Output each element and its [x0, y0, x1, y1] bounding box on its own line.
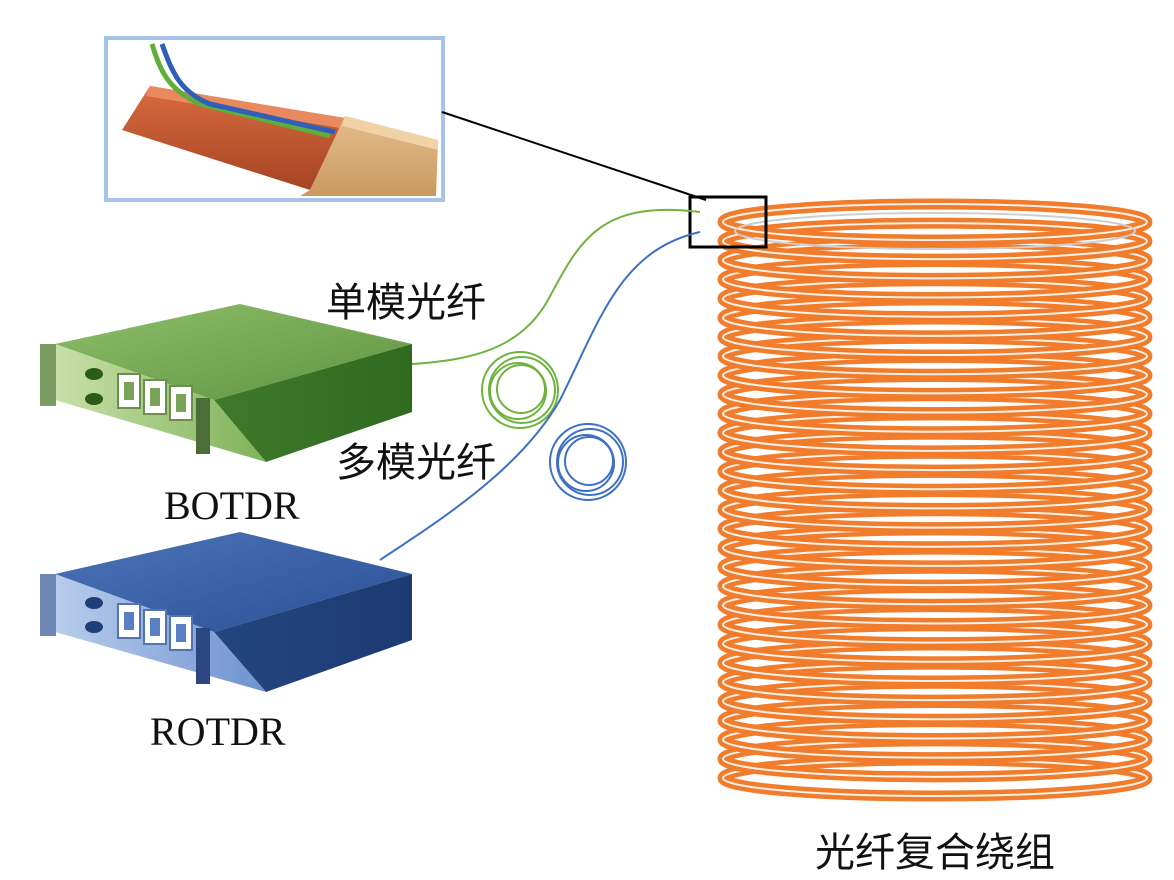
- embedded-green-fiber: [149, 43, 331, 139]
- botdr-instrument: [40, 304, 412, 462]
- rotdr-instrument: [40, 532, 412, 692]
- multi-mode-fiber: [379, 231, 701, 561]
- single-mode-fiber: [411, 208, 701, 429]
- winding-turn-gap: [722, 222, 1148, 261]
- inset-pointer-line: [441, 111, 707, 201]
- botdr-label: BOTDR: [164, 483, 300, 528]
- winding-turn-gap: [722, 203, 1148, 241]
- single-mode-fiber-label: 单模光纤: [326, 280, 486, 326]
- rotdr-label: ROTDR: [150, 709, 286, 754]
- conductor-detail-inset: [104, 36, 445, 202]
- winding-top-opening: [734, 212, 1136, 250]
- multi-mode-fiber-label: 多模光纤: [336, 440, 496, 486]
- winding-label: 光纤复合绕组: [815, 830, 1055, 876]
- fiber-composite-winding: [717, 198, 1153, 802]
- embedded-blue-fiber: [159, 43, 336, 135]
- detail-highlight-box: [688, 195, 768, 249]
